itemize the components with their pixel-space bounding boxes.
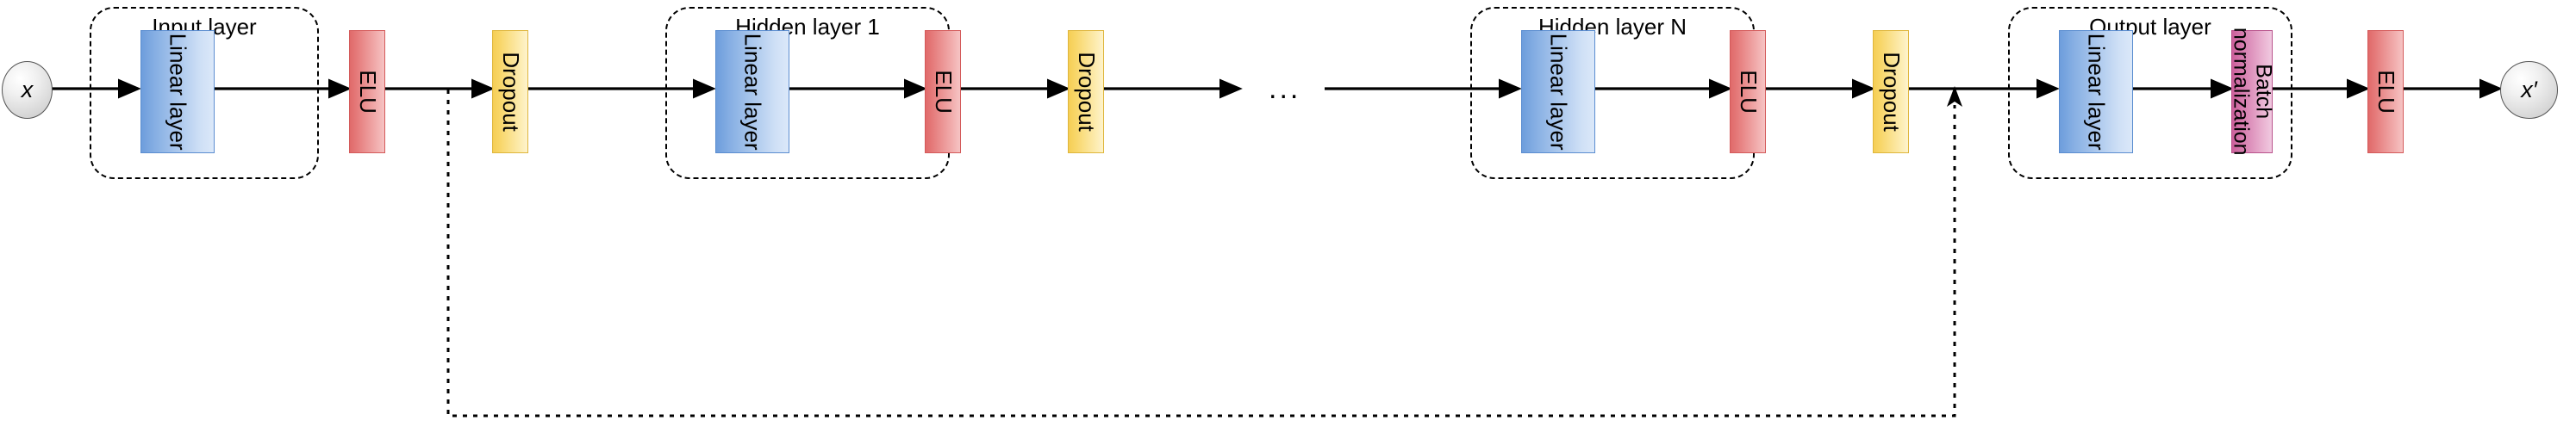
group-title-hidden-layer-n: Hidden layer N bbox=[1538, 14, 1687, 40]
output-layer-linear-label: Linear layer bbox=[2083, 33, 2110, 151]
feedback-dotted-path bbox=[446, 90, 1956, 418]
output-node-x-prime[interactable]: x′ bbox=[2500, 61, 2558, 119]
input-node-label: x bbox=[21, 77, 34, 102]
group-output-layer bbox=[2008, 7, 2292, 179]
output-layer-elu-block[interactable]: ELU bbox=[2367, 30, 2404, 153]
hidden-layer-n-linear-label: Linear layer bbox=[1545, 33, 1572, 151]
batchnorm-label-line1: Batch bbox=[2251, 64, 2276, 120]
hidden-layer-n-linear-block[interactable]: Linear layer bbox=[1521, 30, 1595, 153]
group-title-hidden-layer-1: Hidden layer 1 bbox=[735, 14, 880, 40]
hidden-layer-n-dropout-block[interactable]: Dropout bbox=[1873, 30, 1909, 153]
group-input-layer bbox=[90, 7, 319, 179]
hidden-layer-n-elu-block[interactable]: ELU bbox=[1730, 30, 1766, 153]
input-node-x[interactable]: x bbox=[2, 61, 53, 119]
layers-ellipsis: ... bbox=[1269, 72, 1301, 105]
hidden-layer-1-dropout-label: Dropout bbox=[1073, 52, 1100, 132]
input-layer-elu-block[interactable]: ELU bbox=[349, 30, 385, 153]
hidden-layer-1-elu-block[interactable]: ELU bbox=[925, 30, 961, 153]
hidden-layer-1-elu-label: ELU bbox=[930, 70, 957, 114]
hidden-layer-1-linear-block[interactable]: Linear layer bbox=[715, 30, 789, 153]
batchnorm-label-line2: normalization bbox=[2229, 28, 2253, 156]
input-layer-dropout-block[interactable]: Dropout bbox=[492, 30, 528, 153]
hidden-layer-1-dropout-block[interactable]: Dropout bbox=[1068, 30, 1104, 153]
hidden-layer-1-linear-label: Linear layer bbox=[739, 33, 766, 151]
feedback-arrowhead-icon bbox=[1947, 86, 1962, 107]
output-layer-batchnorm-label: Batch normalization bbox=[2229, 28, 2276, 156]
output-layer-elu-label: ELU bbox=[2373, 70, 2399, 114]
hidden-layer-n-dropout-label: Dropout bbox=[1878, 52, 1905, 132]
output-node-label: x′ bbox=[2521, 77, 2537, 102]
input-layer-linear-block[interactable]: Linear layer bbox=[140, 30, 215, 153]
input-layer-elu-label: ELU bbox=[354, 70, 381, 114]
hidden-layer-n-elu-label: ELU bbox=[1735, 70, 1762, 114]
input-layer-dropout-label: Dropout bbox=[497, 52, 524, 132]
output-layer-linear-block[interactable]: Linear layer bbox=[2059, 30, 2133, 153]
input-layer-linear-label: Linear layer bbox=[165, 33, 191, 151]
output-layer-batchnorm-block[interactable]: Batch normalization bbox=[2229, 28, 2276, 156]
